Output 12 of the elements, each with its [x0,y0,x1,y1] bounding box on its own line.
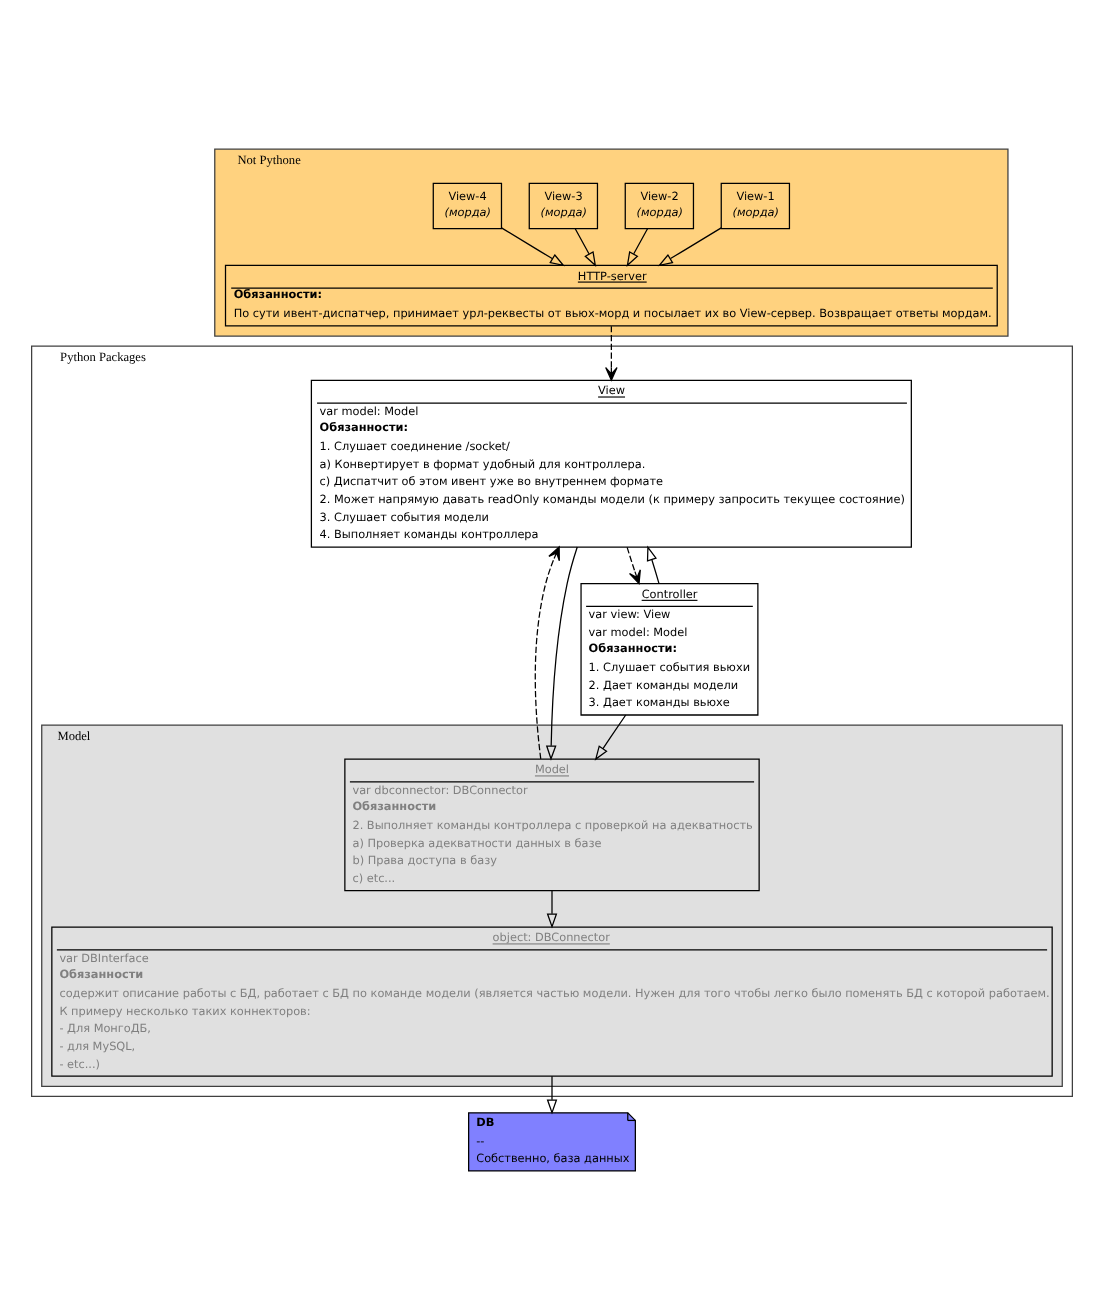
arrow [546,890,558,929]
arrow [626,546,641,585]
arrow [534,546,560,760]
arrow [500,227,565,267]
arrow [626,228,649,267]
arrow [657,227,722,267]
arrow [594,714,627,761]
arrow [574,228,597,267]
arrow [646,545,660,585]
arrow [545,546,578,761]
arrow [605,325,618,381]
arrow [546,1075,558,1115]
